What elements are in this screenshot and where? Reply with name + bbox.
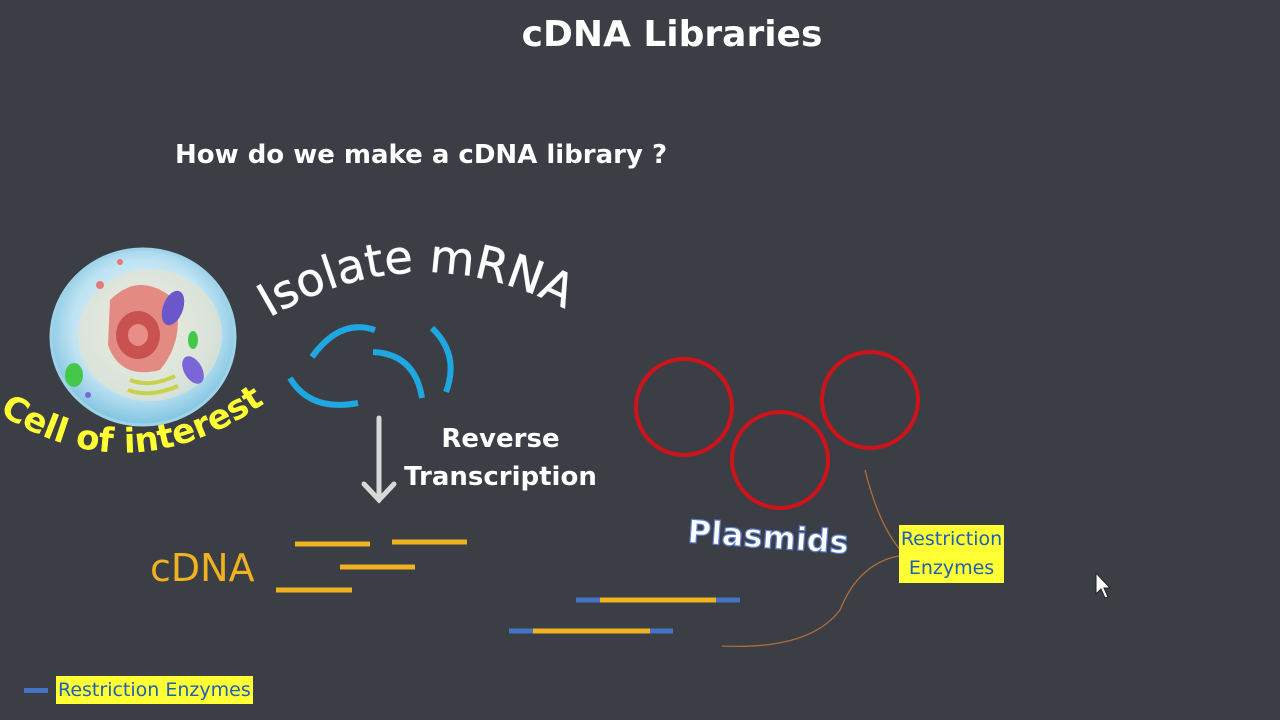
legend-swatch <box>24 688 48 693</box>
down-arrow-icon <box>361 415 397 504</box>
plasmids-label: Plasmids <box>686 512 850 561</box>
restriction-enzymes-callout: Restriction Enzymes <box>899 525 1004 583</box>
connector-line <box>721 469 907 648</box>
reverse-transcription-label: Reverse Transcription <box>404 424 597 492</box>
question-text: How do we make a cDNA library ? <box>175 140 668 170</box>
slide-title: cDNA Libraries <box>521 14 823 55</box>
cdna-strands <box>276 539 467 593</box>
legend-label: Restriction Enzymes <box>56 676 253 704</box>
mrna-strands <box>287 324 454 408</box>
plasmids <box>634 350 920 510</box>
cell-illustration <box>49 247 237 427</box>
cdna-label: cDNA <box>150 546 255 590</box>
cursor-arrow-icon <box>1095 571 1112 599</box>
mrna-label: Isolate mRNA <box>248 229 584 328</box>
